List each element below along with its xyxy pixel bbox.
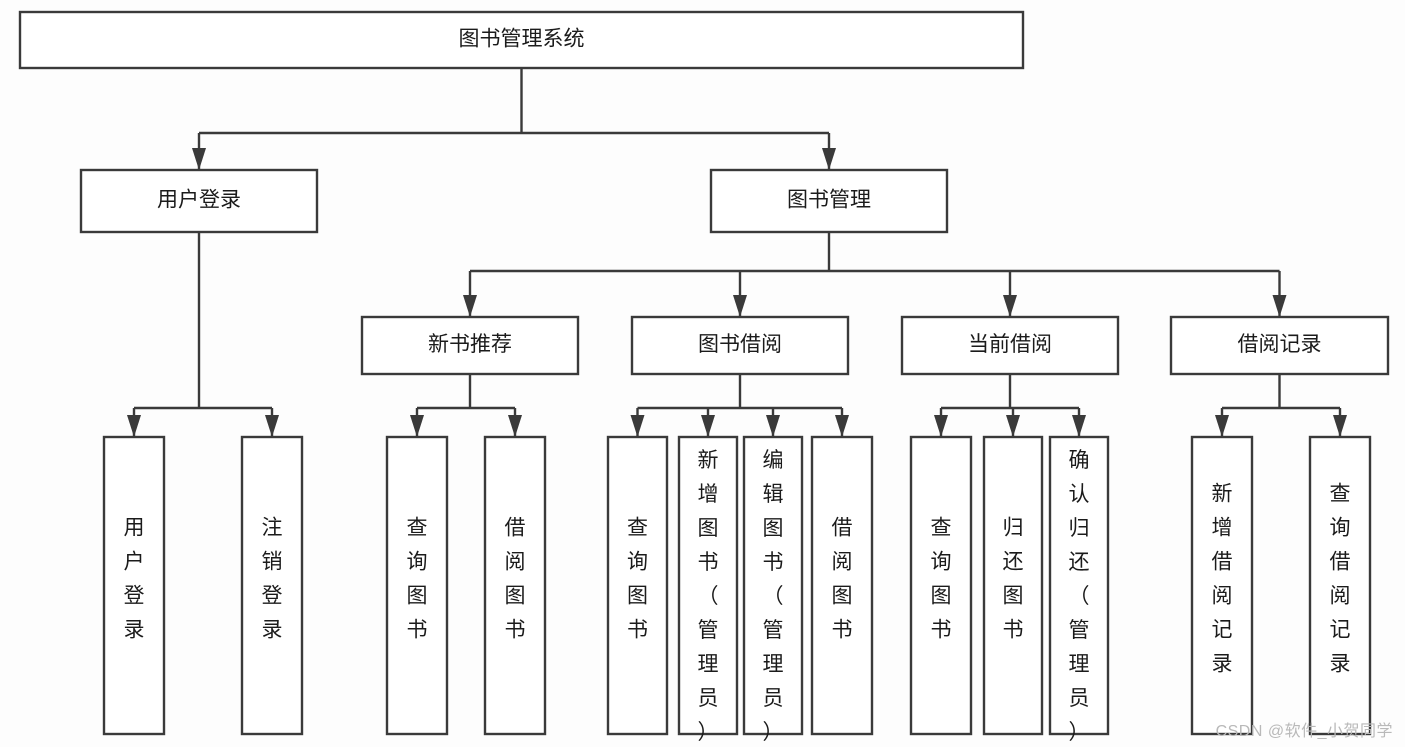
arrow-head-icon [463, 295, 477, 317]
node-label: 借阅记录 [1238, 333, 1322, 356]
node-box-leaf-edit-book-admin[interactable] [742, 435, 804, 736]
arrow-head-icon [701, 415, 715, 437]
node-label: 查询图书 [627, 517, 648, 642]
node-label: 用户登录 [157, 189, 241, 212]
node-box-leaf-add-book-admin[interactable] [677, 435, 739, 736]
arrow-head-icon [1072, 415, 1086, 437]
node-box-leaf-query-book-borrow[interactable] [606, 435, 669, 736]
node-box-leaf-add-borrow-record[interactable] [1190, 435, 1254, 736]
node-box-leaf-user-login[interactable] [102, 435, 166, 736]
node-label: 新增图书（管理员） [698, 449, 719, 744]
arrow-head-icon [934, 415, 948, 437]
arrow-head-icon [822, 148, 836, 170]
csdn-watermark: CSDN @软件_小贺同学 [1215, 723, 1393, 740]
node-box-leaf-borrow-book-recommend[interactable] [483, 435, 547, 736]
node-box-current-borrow[interactable] [900, 315, 1120, 376]
arrow-head-icon [508, 415, 522, 437]
arrow-head-icon [265, 415, 279, 437]
node-box-leaf-query-book-current[interactable] [909, 435, 973, 736]
arrow-head-icon [1272, 295, 1287, 317]
node-box-book-manage[interactable] [709, 168, 949, 234]
node-label: 新增借阅记录 [1212, 483, 1233, 676]
node-box-leaf-return-book[interactable] [982, 435, 1044, 736]
arrow-head-icon [1003, 295, 1017, 317]
arrow-head-icon [1215, 415, 1229, 437]
arrow-head-icon [410, 415, 424, 437]
node-box-leaf-borrow-book[interactable] [810, 435, 874, 736]
node-label: 图书借阅 [698, 333, 782, 356]
arrow-head-icon [766, 415, 780, 437]
node-label: 新书推荐 [428, 333, 512, 356]
node-boxes-layer [18, 10, 1390, 736]
node-label: 图书管理系统 [459, 28, 585, 51]
connector-edges-layer [127, 68, 1347, 437]
node-box-leaf-logout-login[interactable] [240, 435, 304, 736]
arrow-head-icon [630, 415, 645, 437]
arrow-head-icon [835, 415, 849, 437]
node-box-leaf-confirm-return-admin[interactable] [1048, 435, 1110, 736]
arrow-head-icon [192, 148, 206, 170]
node-label: 当前借阅 [968, 333, 1052, 356]
node-box-user-login[interactable] [79, 168, 319, 234]
node-label: 查询借阅记录 [1330, 483, 1351, 676]
node-label: 查询图书 [931, 517, 952, 642]
node-label: 注销登录 [262, 517, 283, 642]
node-labels-layer: 图书管理系统用户登录图书管理新书推荐图书借阅当前借阅借阅记录用户登录注销登录查询… [124, 28, 1351, 744]
arrow-head-icon [127, 415, 141, 437]
node-box-leaf-query-borrow-record[interactable] [1308, 435, 1372, 736]
node-label: 用户登录 [124, 517, 145, 642]
node-label: 归还图书 [1003, 517, 1024, 642]
node-label: 查询图书 [407, 517, 428, 642]
node-label: 借阅图书 [832, 517, 853, 642]
node-box-leaf-query-book-recommend[interactable] [385, 435, 449, 736]
arrow-head-icon [1333, 415, 1347, 437]
node-label: 借阅图书 [505, 517, 526, 642]
arrow-head-icon [733, 295, 747, 317]
node-box-book-borrow[interactable] [630, 315, 850, 376]
node-box-root[interactable] [18, 10, 1025, 70]
node-box-borrow-record[interactable] [1169, 315, 1390, 376]
node-label: 确认归还（管理员） [1069, 449, 1090, 744]
node-label: 图书管理 [787, 189, 871, 212]
node-label: 编辑图书（管理员） [763, 449, 784, 744]
node-box-new-book-recommend[interactable] [360, 315, 580, 376]
arrow-head-icon [1006, 415, 1020, 437]
